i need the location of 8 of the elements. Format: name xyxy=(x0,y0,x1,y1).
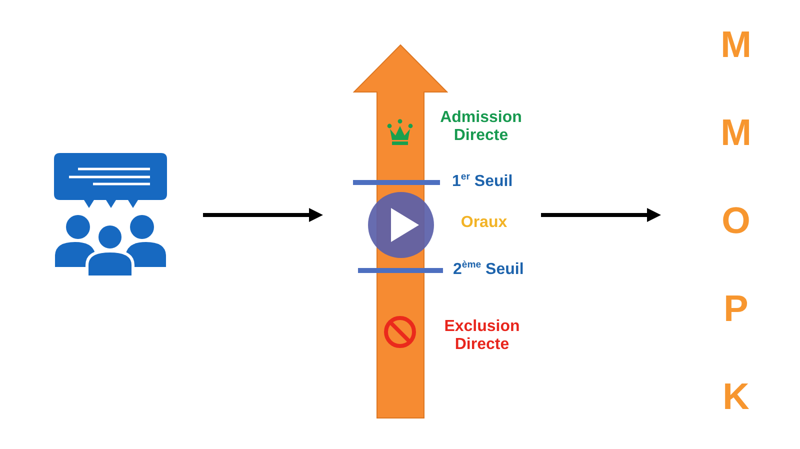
level-label: 2$^{ème}$ Seuil xyxy=(453,261,524,279)
vertical-text: M M O P K xyxy=(714,1,758,441)
level-label: Oraux xyxy=(460,214,508,232)
level-label: Exclusion Directe xyxy=(443,318,521,354)
arrow xyxy=(203,208,323,222)
level-label: Admission Directe xyxy=(439,109,523,145)
arrow xyxy=(541,208,661,222)
level-label: 1$^{er}$ Seuil xyxy=(452,173,513,191)
